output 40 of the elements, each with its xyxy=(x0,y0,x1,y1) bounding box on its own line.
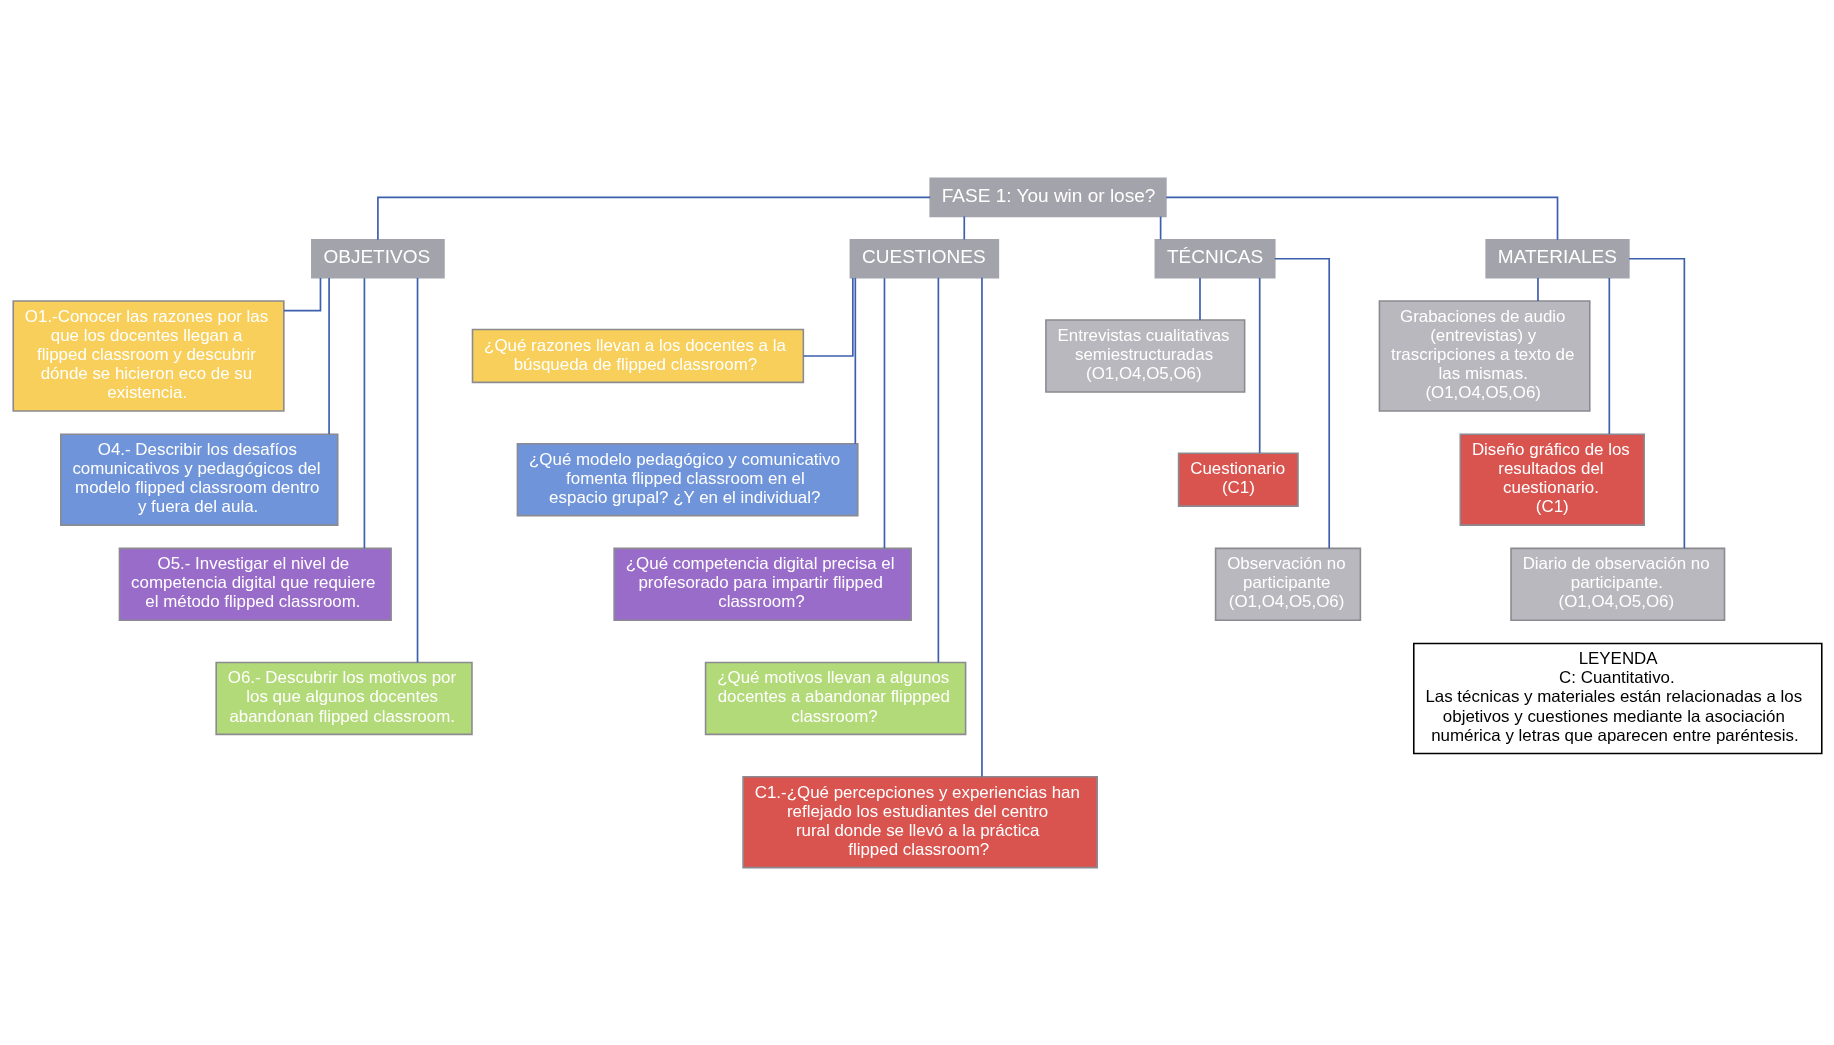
node-box: ¿Qué razones llevan a los docentes a la búsqueda de flipped classroom? xyxy=(471,328,804,383)
node-box: ¿Qué motivos llevan a algunos docentes a abandonar flippped classroom? xyxy=(704,661,966,735)
node-box: MATERIALES xyxy=(1484,238,1630,279)
connector xyxy=(1258,276,1261,454)
node-box: Diseño gráfico de los resultados del cuestionario. (C1) xyxy=(1458,432,1645,526)
connector xyxy=(1627,257,1685,549)
node-box: FASE 1: You win or lose? xyxy=(928,177,1167,217)
node-box: OBJETIVOS xyxy=(310,238,445,279)
node-box: ¿Qué modelo pedagógico y comunicativo fomenta flipped classroom en el espacio grupal? ¿Y en el individual? xyxy=(516,442,859,516)
node-box: ¿Qué competencia digital precisa el profesorado para impartir flipped classroom? xyxy=(612,547,912,621)
node-box: Observación no participante (O1,O4,O5,O6) xyxy=(1214,547,1361,621)
connector xyxy=(1536,276,1539,302)
node-box: CUESTIONES xyxy=(849,238,999,279)
node-box: O6.- Descubrir los motivos por los que algunos docentes abandonan flipped classroom. xyxy=(214,661,473,735)
node-box: TÉCNICAS xyxy=(1154,238,1276,279)
connector xyxy=(282,276,321,311)
connector xyxy=(802,276,854,357)
node-box: O4.- Describir los desafíos comunicativos y pedagógicos del modelo flipped classroom dentro y fuera del aula. xyxy=(59,432,339,526)
node-box: O1.-Conocer las razones por las que los docentes llegan a flipped classroom y descubrir dónde se hicieron eco de su existencia. xyxy=(11,299,285,412)
node-box: Entrevistas cualitativas semiestructuradas (O1,O4,O5,O6) xyxy=(1044,318,1245,393)
connector xyxy=(853,276,856,445)
connector xyxy=(962,215,965,240)
node-box: Diario de observación no participante. (O1,O4,O5,O6) xyxy=(1509,547,1725,621)
node-box: Cuestionario (C1) xyxy=(1177,451,1299,507)
node-box: C1.-¿Qué percepciones y experiencias han reflejado los estudiantes del centro rural donde se llevó a la práctica flipped classroom? xyxy=(741,775,1098,868)
connector xyxy=(937,276,939,663)
connector xyxy=(327,276,330,435)
connector xyxy=(1198,276,1201,321)
node-box: Grabaciones de audio (entrevistas) y trascripciones a texto de las mismas. (O1,O4,O5,O6) xyxy=(1378,299,1591,412)
connector xyxy=(1607,276,1610,435)
node-box: LEYENDA C: Cuantitativo. Las técnicas y materiales están relacionadas a los objetivos y cuestiones mediante la asociación numérica y letras que aparecen entre paréntesis. xyxy=(1412,642,1823,754)
connector xyxy=(1164,196,1558,241)
connector xyxy=(416,276,418,663)
connector xyxy=(883,276,885,549)
connector xyxy=(1273,257,1330,549)
connector xyxy=(980,276,983,777)
connector xyxy=(376,196,931,241)
connector xyxy=(1159,215,1161,240)
node-box: O5.- Investigar el nivel de competencia digital que requiere el método flipped classroom. xyxy=(118,547,392,621)
connector xyxy=(363,276,365,549)
